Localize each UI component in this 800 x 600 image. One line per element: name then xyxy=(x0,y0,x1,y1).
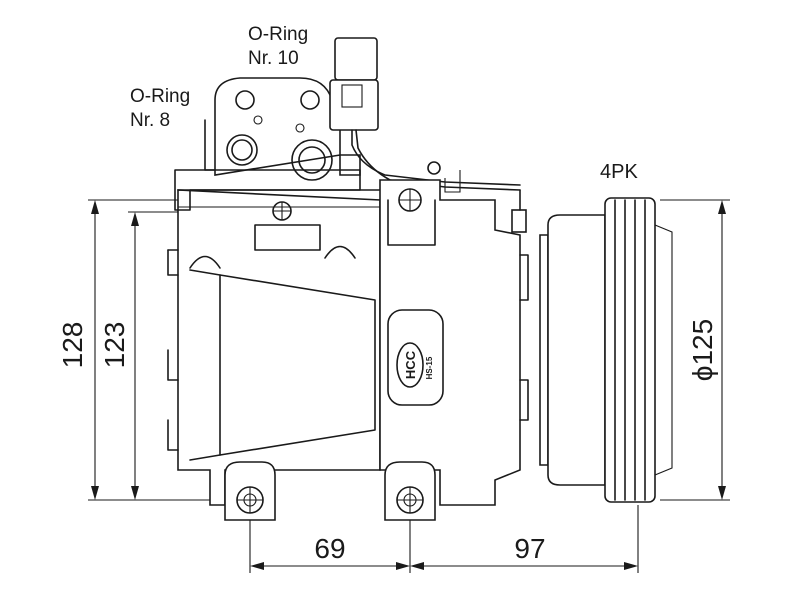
dim-text-pulley-diameter: ϕ125 xyxy=(687,319,718,381)
label-oring-10: O-Ring Nr. 10 xyxy=(248,24,308,69)
dimension-height-inner xyxy=(128,211,178,501)
oring-left-line1: O-Ring xyxy=(130,86,190,107)
model-text: HS-15 xyxy=(425,356,434,379)
dim-text-width-right: 97 xyxy=(514,533,545,564)
valve-block xyxy=(174,77,361,211)
dimension-width-right xyxy=(410,505,639,573)
label-pulley-type: 4PK xyxy=(600,161,638,183)
label-oring-8: O-Ring Nr. 8 xyxy=(130,86,190,131)
dim-text-width-left: 69 xyxy=(314,533,345,564)
oring-left-line2: Nr. 8 xyxy=(130,110,170,131)
mount-lug-right xyxy=(384,461,436,521)
dim-text-height-outer: 128 xyxy=(57,322,88,369)
pulley xyxy=(539,197,673,503)
dimension-height-outer xyxy=(88,199,230,501)
dim-text-height-inner: 123 xyxy=(99,322,130,369)
hcc-logo: HCC xyxy=(396,342,424,388)
electrical-connector xyxy=(329,37,527,233)
oring-top-line1: O-Ring xyxy=(248,24,308,45)
logo-text: HCC xyxy=(403,350,418,379)
mount-lug-left xyxy=(224,461,276,521)
clutch-housing: HCC HS-15 xyxy=(379,161,529,506)
oring-top-line2: Nr. 10 xyxy=(248,48,299,69)
dimension-pulley-diameter xyxy=(660,199,730,501)
dimension-width-left xyxy=(249,505,411,573)
